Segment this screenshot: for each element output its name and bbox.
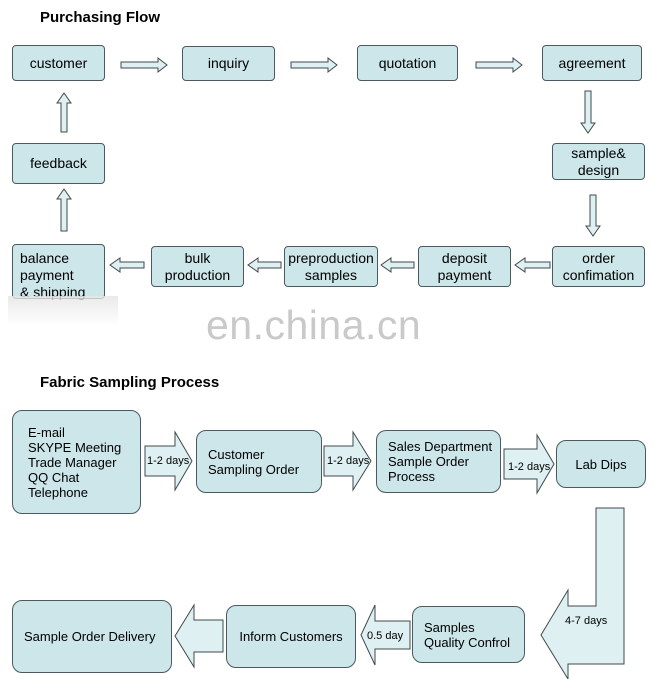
duration-quality-to-inform: 0.5 day: [367, 630, 404, 642]
arrow-quality-to-inform: [360, 604, 411, 666]
arrow-balance-to-feedback: [56, 188, 72, 232]
arrow-customer-to-inquiry: [120, 56, 168, 74]
step-contact-channels: E-mail SKYPE Meeting Trade Manager QQ Ch…: [12, 410, 141, 514]
arrow-bulk-to-balance: [109, 257, 145, 273]
step-lab-dips: Lab Dips: [556, 440, 646, 488]
step-sample-order-delivery: Sample Order Delivery: [12, 600, 172, 673]
arrow-sales-to-lab: [503, 433, 555, 495]
watermark-text: en.china.cn: [206, 302, 422, 348]
arrow-deposit-to-preproduction: [380, 257, 415, 273]
step-inquiry: inquiry: [182, 46, 275, 81]
duration-sales-to-lab: 1-2 days: [508, 461, 551, 473]
arrow-confirmation-to-deposit: [514, 257, 551, 273]
arrow-inquiry-to-quotation: [290, 56, 338, 74]
sampling-process-title: Fabric Sampling Process: [40, 374, 220, 391]
step-sales-department: Sales Department Sample Order Process: [376, 430, 501, 493]
step-customer-sampling-order: Customer Sampling Order: [196, 430, 322, 493]
arrow-preproduction-to-bulk: [247, 257, 282, 273]
step-feedback: feedback: [12, 143, 105, 184]
step-customer: customer: [12, 45, 105, 81]
step-order-confirmation: order confimation: [552, 246, 645, 287]
duration-lab-to-quality: 4-7 days: [565, 615, 608, 627]
arrow-quotation-to-agreement: [475, 56, 523, 74]
step-agreement: agreement: [542, 45, 642, 81]
purchasing-flow-title: Purchasing Flow: [40, 9, 161, 26]
arrow-inform-to-delivery: [174, 603, 224, 669]
arrow-order-to-sales: [323, 430, 372, 492]
arrow-feedback-to-customer: [56, 92, 72, 133]
duration-contact-to-order: 1-2 days: [147, 455, 190, 467]
step-inform-customers: Inform Customers: [226, 605, 356, 668]
step-balance-payment-shipping: balance payment & shipping: [12, 244, 105, 300]
arrow-agreement-to-sample: [580, 90, 596, 134]
step-deposit-payment: deposit payment: [418, 246, 511, 287]
step-sample-design: sample& design: [552, 143, 645, 180]
reflection-fade: [8, 296, 118, 326]
arrow-lab-to-quality: [540, 507, 625, 679]
arrow-sample-to-confirmation: [585, 194, 601, 237]
arrow-contact-to-order: [144, 430, 193, 492]
step-quotation: quotation: [357, 45, 458, 81]
step-preproduction-samples: preproduction samples: [284, 246, 378, 287]
step-quality-control: Samples Quality Confrol: [412, 606, 525, 663]
duration-order-to-sales: 1-2 days: [327, 455, 370, 467]
step-bulk-production: bulk production: [151, 246, 244, 287]
